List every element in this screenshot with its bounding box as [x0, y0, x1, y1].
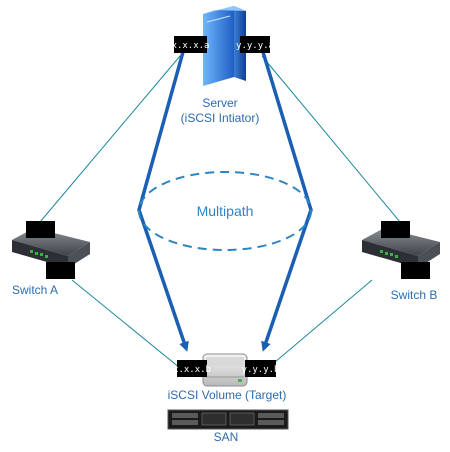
- volume-port-left: x.x.x.b: [173, 360, 211, 377]
- volume-port-right-label: y.y.y.b: [242, 365, 280, 375]
- link-server-switch-b: [261, 55, 401, 223]
- switch-b-label: Switch B: [391, 288, 438, 302]
- path-arrow-right: [261, 51, 313, 352]
- switch-b-port-top: [381, 221, 410, 238]
- link-lines: [39, 55, 401, 369]
- path-arrow-left: [137, 51, 189, 352]
- switch-a-port-top: [26, 221, 55, 238]
- server-port-right: y.y.y.a: [236, 36, 274, 53]
- server-role: (iSCSI Intiator): [181, 111, 260, 125]
- server-name: Server: [202, 96, 237, 110]
- switch-b-icon: [362, 221, 440, 279]
- switch-a-label: Switch A: [12, 283, 58, 297]
- san-label: SAN: [214, 430, 239, 444]
- multipath-label: Multipath: [197, 203, 254, 219]
- multipath-ellipse: [138, 171, 312, 251]
- storage-array-icon: [167, 409, 289, 430]
- volume-port-right: y.y.y.b: [242, 360, 280, 377]
- volume-port-left-label: x.x.x.b: [173, 365, 211, 375]
- switch-a-port-bottom: [46, 262, 75, 279]
- link-server-switch-a: [39, 55, 181, 223]
- switch-a-icon: [12, 221, 90, 279]
- switch-b-port-bottom: [401, 262, 430, 279]
- server-port-right-label: y.y.y.a: [236, 41, 274, 51]
- link-switch-a-volume: [71, 279, 181, 369]
- server-port-left: x.x.x.a: [172, 36, 210, 53]
- server-port-left-label: x.x.x.a: [172, 41, 210, 51]
- link-switch-b-volume: [267, 279, 373, 369]
- volume-label: iSCSI Volume (Target): [168, 388, 287, 402]
